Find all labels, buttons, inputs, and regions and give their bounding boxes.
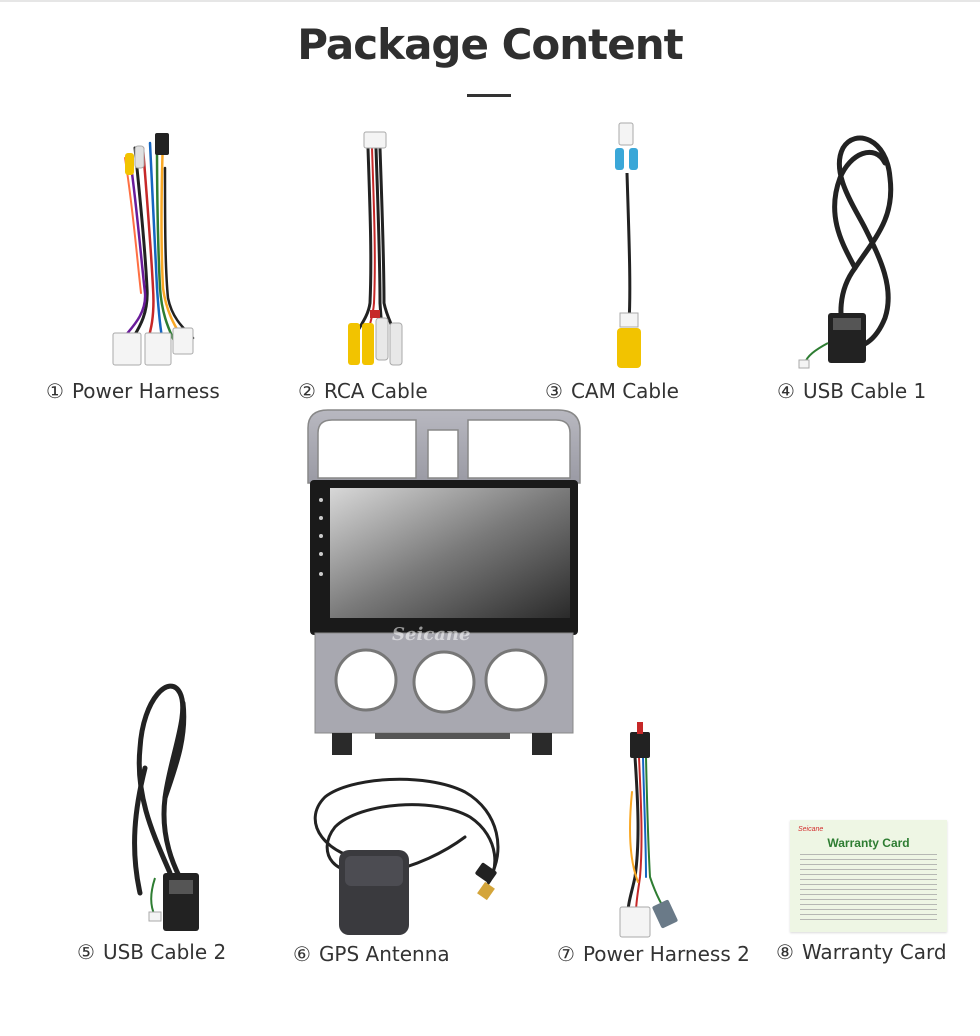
usb-cable-1-image (798, 135, 894, 369)
item-label-gps-antenna: ⑥ GPS Antenna (293, 942, 450, 966)
title-underline (467, 94, 511, 97)
item-number: ⑧ (776, 940, 794, 964)
usb-cable-2-image (132, 683, 199, 931)
item-number: ① (46, 379, 64, 403)
page-title: Package Content (297, 20, 683, 69)
item-label-rca-cable: ② RCA Cable (298, 379, 428, 403)
item-number: ⑥ (293, 942, 311, 966)
brand-watermark: Seicane (392, 624, 471, 645)
item-label-text: USB Cable 2 (102, 940, 227, 964)
item-label-text: Power Harness 2 (582, 942, 750, 966)
item-label-text: USB Cable 1 (802, 379, 927, 403)
warranty-card-image: Seicane Warranty Card (790, 820, 947, 932)
warranty-card-heading: Warranty Card (827, 836, 910, 850)
item-number: ④ (777, 379, 795, 403)
item-label-text: GPS Antenna (318, 942, 450, 966)
power-harness-image (112, 133, 195, 366)
warranty-card-text-lines (800, 854, 937, 924)
item-number: ⑤ (77, 940, 95, 964)
item-number: ③ (545, 379, 563, 403)
item-label-text: CAM Cable (570, 379, 679, 403)
item-label-power-harness-2: ⑦ Power Harness 2 (557, 942, 750, 966)
gps-antenna-image (313, 777, 500, 935)
power-harness-2-image (619, 722, 678, 938)
item-label-usb-cable-1: ④ USB Cable 1 (777, 379, 926, 403)
item-label-power-harness: ① Power Harness (46, 379, 220, 403)
cam-cable-image (615, 122, 641, 368)
item-label-text: Warranty Card (801, 940, 947, 964)
item-label-usb-cable-2: ⑤ USB Cable 2 (77, 940, 226, 964)
item-label-text: Power Harness (71, 379, 220, 403)
top-divider (0, 0, 980, 2)
item-number: ② (298, 379, 316, 403)
rca-cable-image (348, 131, 403, 366)
item-label-warranty-card: ⑧ Warranty Card (776, 940, 947, 964)
item-number: ⑦ (557, 942, 575, 966)
warranty-card-brand: Seicane (798, 826, 824, 833)
head-unit-image (307, 409, 581, 755)
item-label-text: RCA Cable (323, 379, 428, 403)
item-label-cam-cable: ③ CAM Cable (545, 379, 679, 403)
